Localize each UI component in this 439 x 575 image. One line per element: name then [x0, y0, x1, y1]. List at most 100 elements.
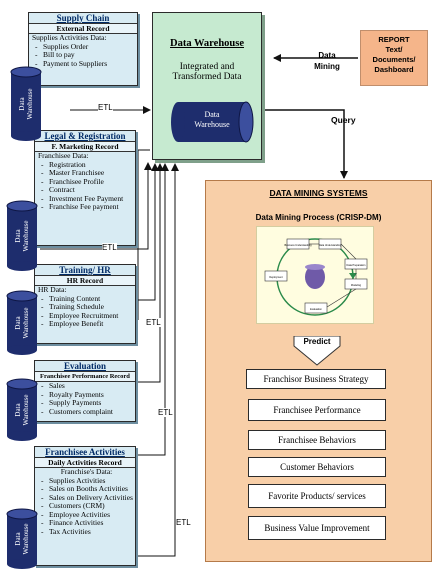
training-hr-box: Training/ HR HR Record HR Data: Training… — [34, 264, 136, 344]
result-franchisor-strategy: Franchisor Business Strategy — [246, 369, 386, 389]
supply-chain-box: Supply Chain External Record Supplies Ac… — [28, 12, 138, 86]
cylinder-franchisee: Data Warehouse — [6, 508, 38, 570]
legal-registration-box: Legal & Registration F. Marketing Record… — [34, 130, 136, 246]
franchisee-label: Franchise's Data: — [60, 467, 113, 476]
result-franchisee-behaviors: Franchisee Behaviors — [248, 430, 386, 450]
evaluation-list: Sales Royalty Payments Supply Payments C… — [35, 381, 135, 416]
warehouse-cyl-text-2: Warehouse — [194, 120, 230, 129]
cyl-text-1: Data — [14, 229, 22, 243]
crisp-dm-diagram: Business Understanding Data Understandin… — [256, 226, 374, 324]
data-mining-text-2: Mining — [314, 62, 340, 71]
etl-label-evaluation: ETL — [158, 408, 173, 417]
cyl-text-2: Warehouse — [22, 307, 30, 339]
list-item: Franchise Fee payment — [41, 202, 135, 212]
list-item: Registration — [41, 160, 135, 170]
training-label: HR Data: — [38, 285, 67, 294]
crisp-preparation-text: Data Preparation — [347, 264, 367, 267]
result-franchisee-performance: Franchisee Performance — [248, 399, 386, 421]
etl-label-training: ETL — [146, 318, 161, 327]
warehouse-cylinder-label: Data Warehouse — [178, 110, 246, 130]
cyl-text-1: Data — [14, 532, 22, 546]
list-item: Employee Activities — [41, 510, 135, 520]
franchisee-activities-box: Franchisee Activities Daily Activities R… — [34, 446, 136, 566]
legal-label: Franchisee Data: — [38, 151, 89, 160]
cylinder-legal-label: Data Warehouse — [14, 204, 30, 268]
list-item: Supply Payments — [41, 398, 135, 408]
result-customer-behaviors: Customer Behaviors — [248, 457, 386, 477]
cylinder-supply: Data Warehouse — [10, 66, 42, 142]
result-favorite-products: Favorite Products/ services — [248, 484, 386, 508]
list-item: Training Content — [41, 294, 135, 304]
cyl-text-1: Data — [14, 403, 22, 417]
cylinder-evaluation: Data Warehouse — [6, 378, 38, 442]
list-item: Payment to Suppliers — [35, 59, 137, 69]
database-icon — [6, 508, 38, 569]
evaluation-title: Evaluation — [63, 361, 106, 371]
training-subtitle: HR Record — [35, 275, 135, 286]
list-item: Franchisee Profile — [41, 177, 135, 187]
cyl-text-2: Warehouse — [22, 523, 30, 555]
warehouse-cyl-text-1: Data — [204, 110, 220, 119]
list-item: Sales on Booths Activities — [41, 484, 135, 494]
etl-line-franchisee-b — [137, 163, 169, 456]
report-line-2: Text/ — [385, 45, 403, 54]
etl-line-legal — [40, 162, 152, 250]
cyl-text-1: Data — [14, 316, 22, 330]
mining-title: DATA MINING SYSTEMS — [269, 188, 368, 198]
report-line-4: Dashboard — [374, 65, 414, 74]
etl-label-franchisee: ETL — [176, 518, 191, 527]
list-item: Supplies Order — [35, 42, 137, 52]
warehouse-cylinder-icon — [171, 101, 254, 143]
report-line-3: Documents/ — [372, 55, 416, 64]
database-icon — [6, 200, 38, 271]
list-item: Employee Recruitment — [41, 311, 135, 321]
legal-title: Legal & Registration — [44, 131, 126, 141]
list-item: Customers (CRM) — [41, 501, 135, 511]
cyl-text-2: Warehouse — [22, 220, 30, 252]
cylinder-training-label: Data Warehouse — [14, 291, 30, 355]
crisp-deployment-text: Deployment — [269, 276, 283, 279]
cyl-text-2: Warehouse — [26, 88, 34, 120]
cyl-text-1: Data — [18, 97, 26, 111]
list-item: Investment Fee Payment — [41, 194, 135, 204]
list-item: Tax Activities — [41, 527, 135, 537]
crisp-dm-cycle-graphic: Business Understanding Data Understandin… — [264, 238, 368, 316]
cylinder-franchisee-label: Data Warehouse — [14, 507, 30, 571]
result-business-value: Business Value Improvement — [248, 516, 386, 540]
list-item: Bill to pay — [35, 50, 137, 60]
predict-arrow-icon — [293, 336, 341, 366]
legal-subtitle: F. Marketing Record — [35, 141, 135, 152]
mining-process-title: Data Mining Process (CRISP-DM) — [255, 213, 382, 222]
list-item: Sales — [41, 381, 135, 391]
list-item: Supplies Activities — [41, 476, 135, 486]
franchisee-list: Supplies Activities Sales on Booths Acti… — [35, 476, 135, 537]
etl-line-training — [137, 149, 150, 320]
predict-label: Predict — [303, 337, 331, 346]
franchisee-title: Franchisee Activities — [45, 447, 125, 457]
warehouse-title: Data Warehouse — [170, 38, 244, 49]
training-list: Training Content Training Schedule Emplo… — [35, 294, 135, 329]
legal-list: Registration Master Franchisee Franchise… — [35, 160, 135, 212]
cylinder-training: Data Warehouse — [6, 290, 38, 356]
data-mining-text-1: Data — [318, 51, 336, 60]
crisp-business-text: Business Understanding — [284, 244, 312, 247]
cylinder-legal: Data Warehouse — [6, 200, 38, 272]
warehouse-desc-1: Integrated and — [179, 62, 235, 72]
list-item: Employee Benefit — [41, 319, 135, 329]
data-mining-label: Data Mining — [302, 50, 352, 72]
etl-line-evaluation — [137, 163, 164, 383]
query-arrow — [262, 109, 348, 179]
cylinder-evaluation-label: Data Warehouse — [14, 378, 30, 442]
database-icon — [6, 290, 38, 355]
evaluation-box: Evaluation Franchisee Performance Record… — [34, 360, 136, 422]
list-item: Royalty Payments — [41, 390, 135, 400]
crisp-data-understanding-text: Data Understanding — [319, 244, 342, 247]
warehouse-desc-2: Transformed Data — [172, 72, 242, 82]
crisp-evaluation-text: Evaluation — [310, 308, 322, 311]
report-line-1: REPORT — [378, 35, 410, 44]
query-label: Query — [331, 115, 356, 125]
list-item: Training Schedule — [41, 302, 135, 312]
etl-line-training2 — [138, 163, 159, 301]
supply-chain-list: Supplies Order Bill to pay Payment to Su… — [29, 42, 137, 69]
list-item: Contract — [41, 185, 135, 195]
